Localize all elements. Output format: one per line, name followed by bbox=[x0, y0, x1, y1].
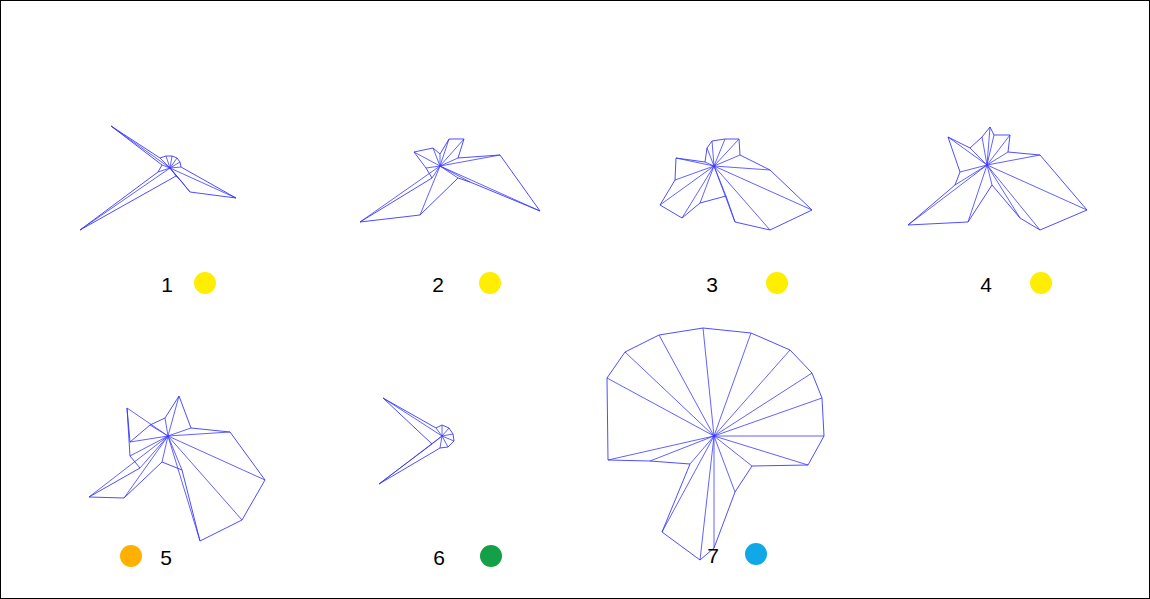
color-dot bbox=[120, 545, 142, 567]
outline bbox=[379, 398, 454, 484]
wireframe-figures bbox=[80, 126, 1087, 560]
wireframe-figure bbox=[660, 139, 812, 230]
figure-number: 3 bbox=[706, 274, 718, 295]
wireframe-figure bbox=[89, 396, 265, 541]
figure-number: 1 bbox=[161, 274, 173, 295]
color-dot bbox=[766, 272, 788, 294]
outline bbox=[660, 139, 812, 230]
outline bbox=[607, 328, 824, 560]
spokes bbox=[89, 396, 265, 541]
spokes bbox=[908, 127, 1087, 230]
wireframe-figure bbox=[379, 398, 454, 484]
spokes bbox=[360, 139, 540, 222]
figure-number: 6 bbox=[433, 547, 445, 568]
outline bbox=[360, 139, 540, 222]
figure-number: 5 bbox=[160, 547, 172, 568]
figure-number: 4 bbox=[980, 274, 992, 295]
spokes bbox=[660, 139, 812, 230]
spokes bbox=[607, 328, 824, 560]
color-dot bbox=[479, 272, 501, 294]
spokes bbox=[80, 126, 236, 230]
color-dot bbox=[745, 543, 767, 565]
figure-number: 7 bbox=[707, 545, 719, 566]
wireframe-figure bbox=[908, 127, 1087, 230]
outline bbox=[908, 127, 1087, 230]
outline bbox=[89, 396, 265, 541]
wireframe-figure bbox=[80, 126, 236, 230]
wireframe-figure bbox=[360, 139, 540, 222]
outline bbox=[80, 126, 236, 230]
wireframe-figure bbox=[607, 328, 824, 560]
color-dot bbox=[1030, 272, 1052, 294]
color-dot bbox=[194, 272, 216, 294]
figure-number: 2 bbox=[432, 274, 444, 295]
spokes bbox=[379, 398, 454, 484]
color-dot bbox=[480, 545, 502, 567]
